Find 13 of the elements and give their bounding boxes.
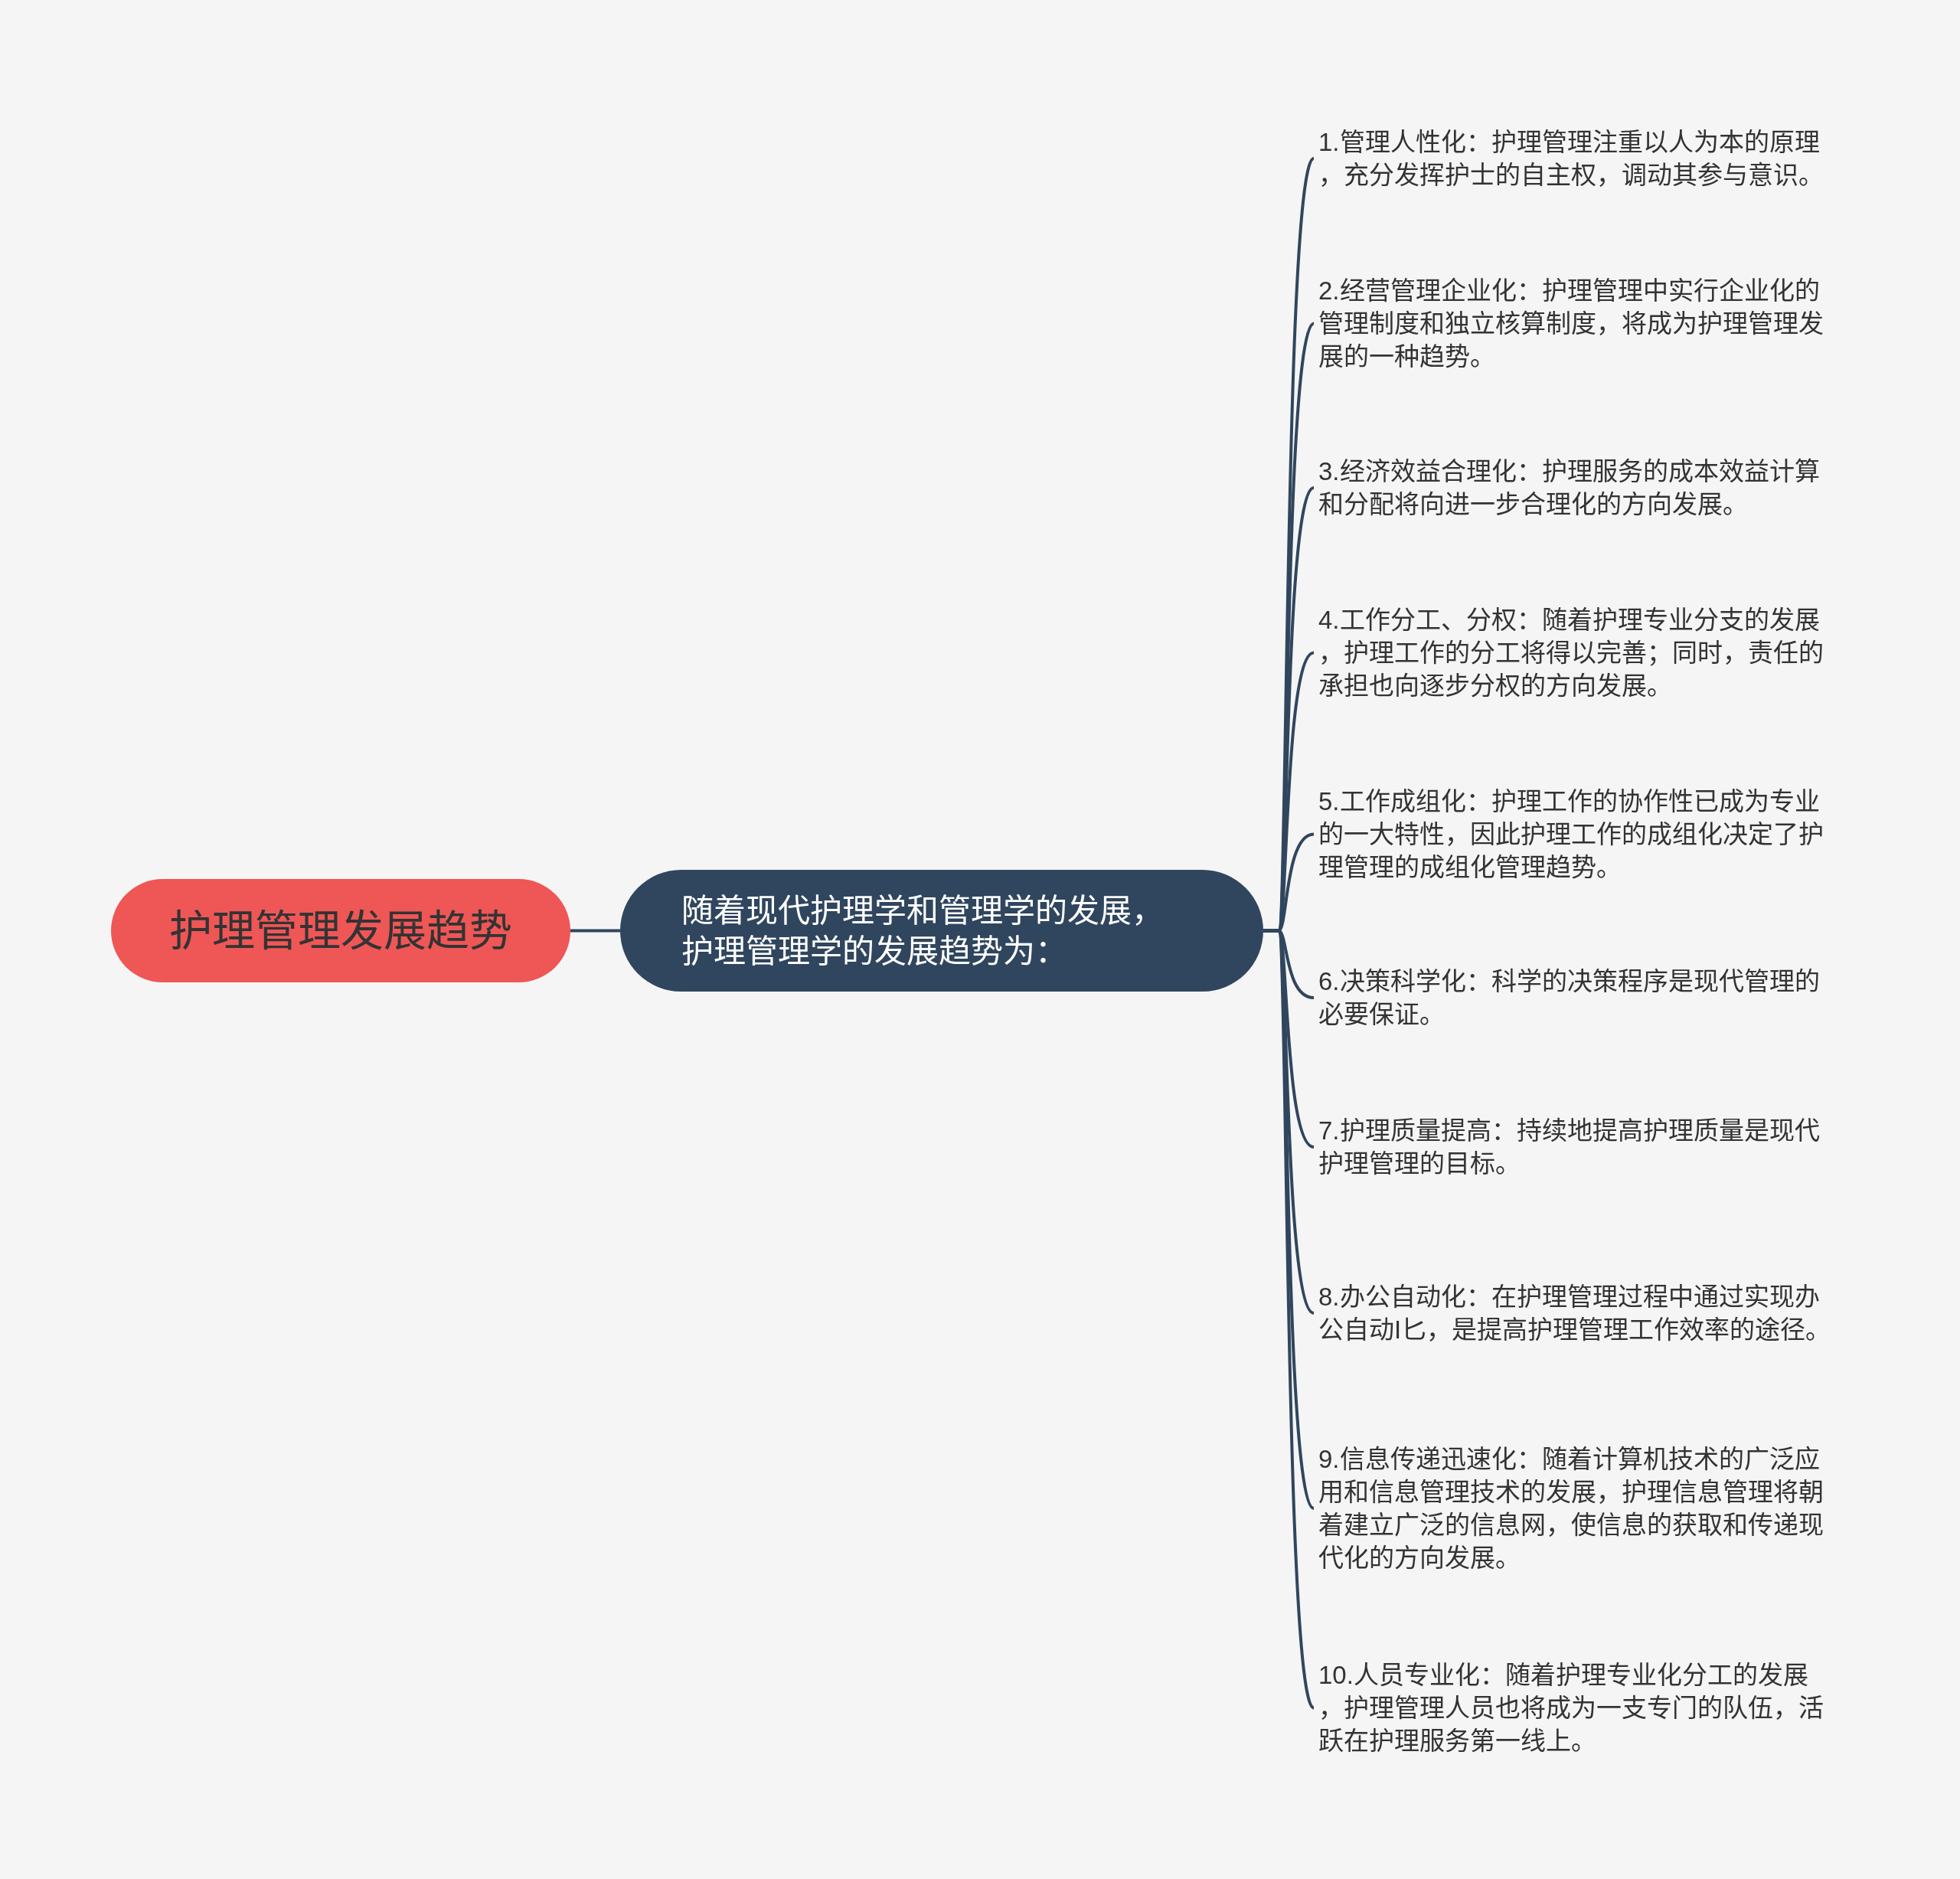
branch-text: 5.工作成组化：护理工作的协作性已成为专业的一大特性，因此护理工作的成组化决定了护理管理的成组化管理趋势。 xyxy=(1314,785,1832,884)
subtopic-box: 随着现代护理学和管理学的发展，护理管理学的发展趋势为： xyxy=(620,870,1263,992)
root-topic-box: 护理管理发展趋势 xyxy=(111,879,570,982)
branch-text: 8.办公自动化：在护理管理过程中通过实现办公自动I匕，是提高护理管理工作效率的途径。 xyxy=(1314,1280,1832,1346)
branch-text: 2.经营管理企业化：护理管理中实行企业化的管理制度和独立核算制度，将成为护理管理发展的一种趋势。 xyxy=(1314,274,1832,373)
branch-text: 4.工作分工、分权：随着护理专业分支的发展，护理工作的分工将得以完善；同时，责任的承担也向逐步分权的方向发展。 xyxy=(1314,603,1832,702)
branch-text: 1.管理人性化：护理管理注重以人为本的原理，充分发挥护士的自主权，调动其参与意识。 xyxy=(1314,126,1832,191)
branch-text: 7.护理质量提高：持续地提高护理质量是现代护理管理的目标。 xyxy=(1314,1114,1832,1180)
branch-text: 3.经济效益合理化：护理服务的成本效益计算和分配将向进一步合理化的方向发展。 xyxy=(1314,455,1832,521)
branch-text: 10.人员专业化：随着护理专业化分工的发展，护理管理人员也将成为一支专门的队伍，活跃在护理服务第一线上。 xyxy=(1314,1658,1832,1757)
branch-text: 9.信息传递迅速化：随着计算机技术的广泛应用和信息管理技术的发展，护理信息管理将朝着建立广泛的信息网，使信息的获取和传递现代化的方向发展。 xyxy=(1314,1443,1832,1574)
connector-line xyxy=(570,929,620,933)
branch-text: 6.决策科学化：科学的决策程序是现代管理的必要保证。 xyxy=(1314,965,1832,1031)
